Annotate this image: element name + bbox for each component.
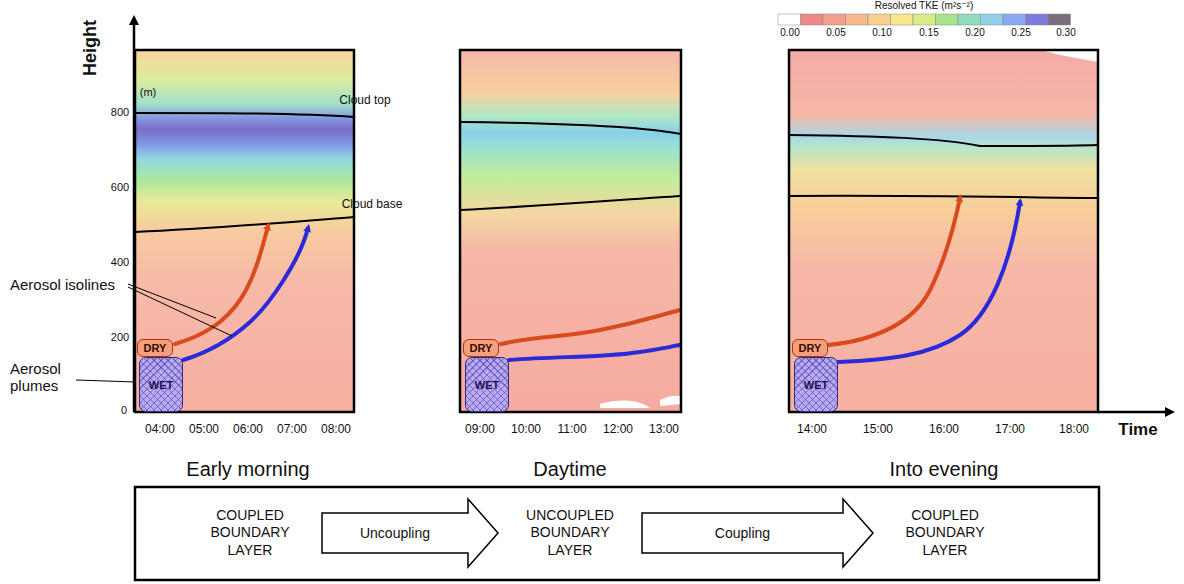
height-axis (133, 20, 136, 412)
text-label: 17:00 (995, 423, 1025, 437)
text-label: 04:00 (145, 423, 175, 437)
text-label: 08:00 (321, 423, 351, 437)
tke-panel (789, 50, 1098, 412)
aerosol-isolines (175, 198, 1020, 362)
colorbar (778, 14, 1071, 25)
node-text: WET (149, 379, 173, 391)
text-label: Height (80, 20, 101, 76)
text-label: 200 (111, 331, 129, 344)
wet-plume: WET (139, 357, 183, 412)
text-label: (m) (140, 86, 157, 99)
text-label: 0.30 (1056, 27, 1075, 39)
text-label: Resolved TKE (m²s⁻²) (875, 0, 973, 12)
node-text: WET (475, 379, 499, 391)
tke-panel (460, 50, 681, 412)
text-label: 0.05 (826, 27, 845, 39)
time-axis (1098, 411, 1170, 414)
text-label: Aerosol isolines (10, 276, 128, 293)
text-label: 800 (111, 106, 129, 119)
text-label: 16:00 (929, 423, 959, 437)
text-label: 0.25 (1011, 27, 1030, 39)
dry-plume: DRY (792, 339, 828, 357)
text-label: Time (1118, 420, 1157, 440)
text-label: 05:00 (189, 423, 219, 437)
process-frame (135, 487, 1099, 580)
block-arrow (322, 499, 498, 567)
node-text: UNCOUPLED BOUNDARY LAYER (512, 507, 628, 560)
node-text: DRY (799, 342, 822, 354)
text-label: 600 (111, 181, 129, 194)
text-label: 0 (121, 404, 127, 417)
cloud-lines (135, 113, 1098, 232)
node-text: DRY (144, 342, 167, 354)
text-label: 400 (111, 256, 129, 269)
node-text: DRY (470, 342, 493, 354)
text-label: Early morning (186, 458, 309, 481)
state-box: COUPLED BOUNDARY LAYER (192, 505, 308, 562)
tke-panel (135, 50, 354, 412)
text-label: 0.20 (965, 27, 984, 39)
dry-plume: DRY (463, 339, 499, 357)
text-label: 11:00 (557, 423, 586, 437)
dry-plume: DRY (137, 339, 173, 357)
text-label: 06:00 (233, 423, 263, 437)
text-label: 09:00 (465, 423, 495, 437)
wet-plume: WET (465, 357, 509, 412)
arrow-label: Uncoupling (360, 525, 430, 541)
text-label: Cloud top (339, 94, 390, 108)
text-label: 12:00 (603, 423, 633, 437)
text-label: 0.00 (780, 27, 799, 39)
state-box: COUPLED BOUNDARY LAYER (887, 505, 1003, 562)
arrow-label: Coupling (715, 525, 770, 541)
text-label: 0.10 (872, 27, 891, 39)
text-label: 18:00 (1059, 423, 1089, 437)
node-text: COUPLED BOUNDARY LAYER (192, 507, 308, 560)
wet-plume: WET (794, 357, 838, 412)
node-text: WET (804, 379, 828, 391)
text-label: Daytime (533, 458, 606, 481)
text-label: 10:00 (511, 423, 541, 437)
block-arrow (642, 499, 873, 567)
node-text: COUPLED BOUNDARY LAYER (887, 507, 1003, 560)
text-label: 13:00 (649, 423, 679, 437)
text-label: 0.15 (919, 27, 938, 39)
text-label: 14:00 (797, 423, 827, 437)
text-label: 15:00 (863, 423, 893, 437)
tke-blank (1040, 50, 1098, 62)
panel-frame (135, 50, 1098, 412)
text-label: Into evening (890, 458, 999, 481)
text-label: Aerosol plumes (10, 360, 80, 395)
text-label: 07:00 (277, 423, 307, 437)
state-box: UNCOUPLED BOUNDARY LAYER (512, 505, 628, 562)
tke-blank (600, 396, 684, 408)
text-label: Cloud base (342, 198, 403, 212)
